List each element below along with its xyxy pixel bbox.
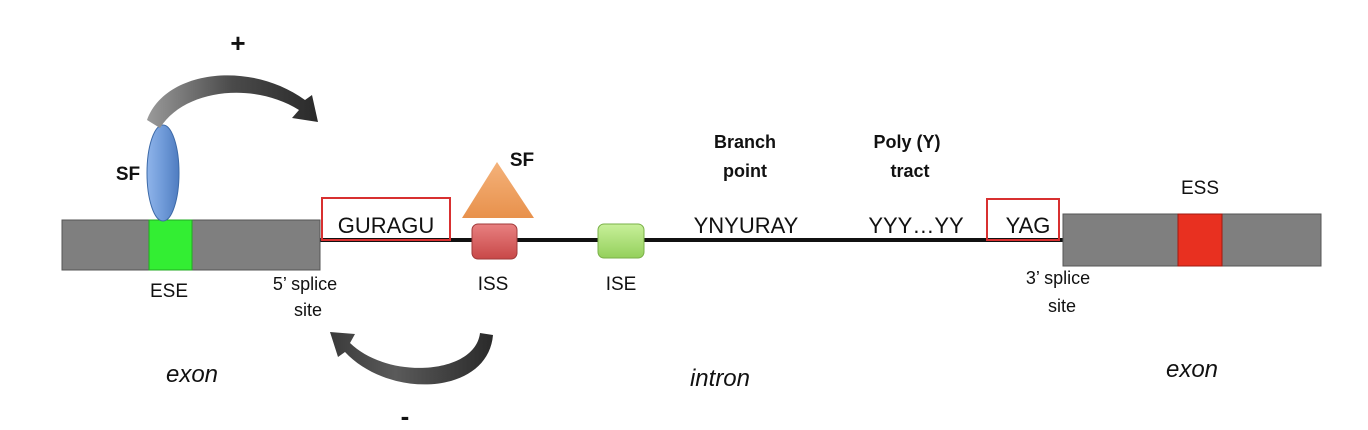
ise-label: ISE [606, 274, 637, 295]
splice5-label-line2: site [294, 300, 322, 320]
exon-right-label: exon [1166, 356, 1218, 383]
splice5-label-line1: 5’ splice [273, 274, 337, 294]
negative-arrow-icon [330, 332, 493, 385]
iss-label: ISS [478, 274, 509, 295]
splice5-sequence: GURAGU [338, 213, 435, 238]
exon-left-label: exon [166, 361, 218, 388]
splice5-highlight-box [321, 197, 451, 241]
plus-sign: + [230, 28, 245, 58]
sf-triangle-label: SF [510, 150, 534, 171]
minus-sign: - [401, 401, 410, 430]
sf-oval [146, 124, 180, 222]
sf-oval-label: SF [116, 164, 140, 185]
iss-element [471, 223, 518, 260]
splice3-sequence: YAG [1006, 213, 1051, 238]
intron-label: intron [690, 365, 750, 392]
branch-point-sequence: YNYURAY [694, 213, 799, 238]
branch-point-label-line1: Branch [714, 132, 776, 152]
ess-label: ESS [1181, 178, 1219, 199]
splice3-label-line2: site [1048, 296, 1076, 316]
poly-y-label-line2: tract [890, 161, 929, 181]
ess-element [1177, 213, 1223, 267]
ese-label: ESE [150, 281, 188, 302]
ise-element [597, 223, 645, 259]
splice3-highlight-box [986, 198, 1060, 241]
ese-element [148, 219, 193, 271]
poly-y-label-line1: Poly (Y) [873, 132, 940, 152]
branch-point-label-line2: point [723, 161, 767, 181]
poly-y-sequence: YYY…YY [868, 213, 964, 238]
positive-arrow-icon [147, 75, 318, 128]
sf-triangle [462, 162, 534, 218]
splice3-label-line1: 3’ splice [1026, 268, 1090, 288]
